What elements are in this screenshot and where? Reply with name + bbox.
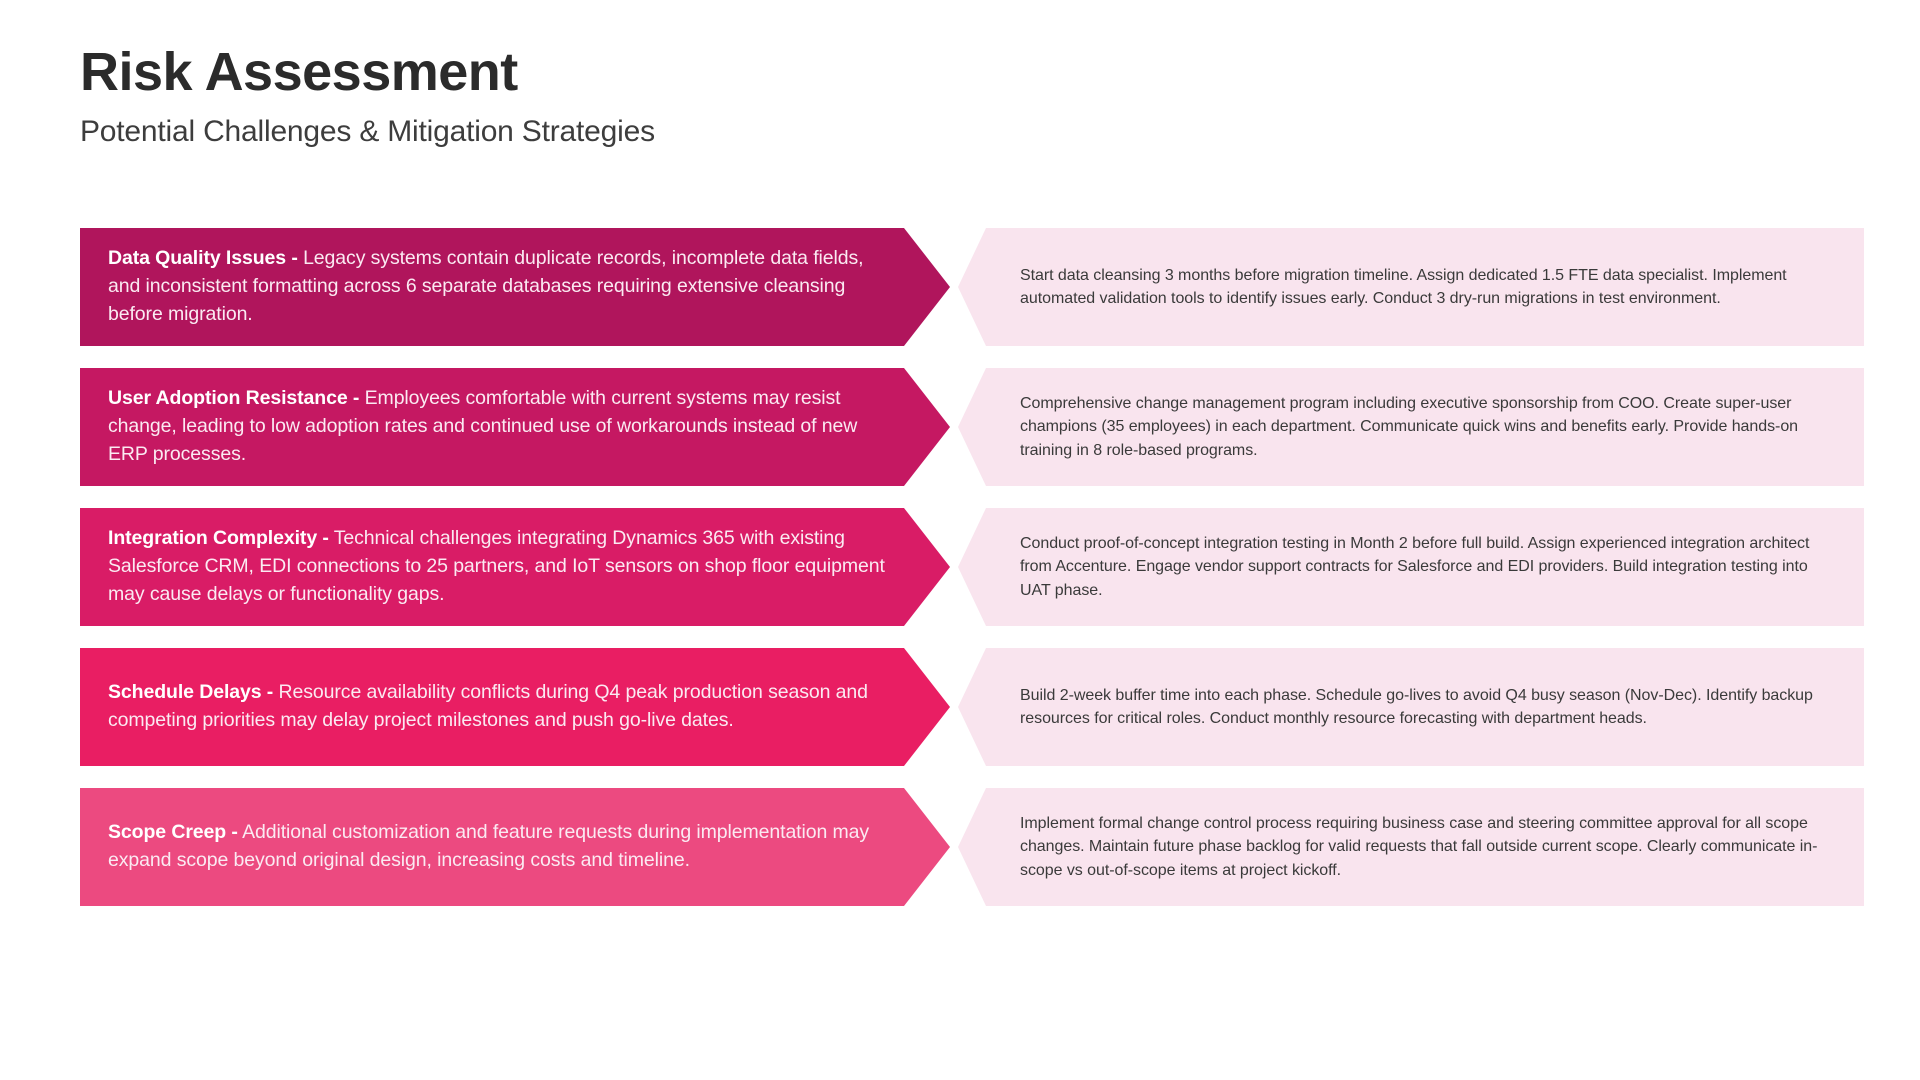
risk-text: Data Quality Issues - Legacy systems con… — [108, 245, 888, 329]
mitigation-text: Implement formal change control process … — [1020, 815, 1818, 879]
risk-text: User Adoption Resistance - Employees com… — [108, 385, 888, 469]
risk-arrow-block[interactable]: Schedule Delays - Resource availability … — [80, 648, 950, 766]
mitigation-text: Start data cleansing 3 months before mig… — [1020, 266, 1787, 307]
risk-row: Integration Complexity - Technical chall… — [80, 508, 1864, 626]
mitigation-panel[interactable]: Build 2-week buffer time into each phase… — [958, 648, 1864, 766]
risk-name: Data Quality Issues - — [108, 247, 298, 270]
risk-row: Scope Creep - Additional customization a… — [80, 788, 1864, 906]
risk-text: Schedule Delays - Resource availability … — [108, 679, 888, 735]
page-subtitle: Potential Challenges & Mitigation Strate… — [80, 115, 655, 149]
risk-row: Data Quality Issues - Legacy systems con… — [80, 228, 1864, 346]
mitigation-text: Conduct proof-of-concept integration tes… — [1020, 535, 1810, 599]
risk-description: Technical challenges integrating Dynamic… — [108, 527, 885, 605]
mitigation-panel[interactable]: Implement formal change control process … — [958, 788, 1864, 906]
risk-description: Additional customization and feature req… — [108, 821, 870, 871]
risk-name: Integration Complexity - — [108, 527, 329, 550]
mitigation-panel[interactable]: Conduct proof-of-concept integration tes… — [958, 508, 1864, 626]
risk-name: Scope Creep - — [108, 821, 238, 844]
risk-arrow-block[interactable]: Data Quality Issues - Legacy systems con… — [80, 228, 950, 346]
risk-description: Employees comfortable with current syste… — [108, 387, 858, 465]
risk-list: Data Quality Issues - Legacy systems con… — [80, 228, 1864, 906]
risk-arrow-block[interactable]: Integration Complexity - Technical chall… — [80, 508, 950, 626]
risk-name: User Adoption Resistance - — [108, 387, 360, 410]
risk-arrow-block[interactable]: User Adoption Resistance - Employees com… — [80, 368, 950, 486]
mitigation-panel[interactable]: Comprehensive change management program … — [958, 368, 1864, 486]
risk-text: Scope Creep - Additional customization a… — [108, 819, 888, 875]
page-title: Risk Assessment — [80, 42, 518, 102]
slide-header: Risk Assessment Potential Challenges & M… — [80, 42, 1580, 150]
mitigation-text: Comprehensive change management program … — [1020, 395, 1799, 459]
risk-row: User Adoption Resistance - Employees com… — [80, 368, 1864, 486]
risk-name: Schedule Delays - — [108, 681, 274, 704]
risk-arrow-block[interactable]: Scope Creep - Additional customization a… — [80, 788, 950, 906]
mitigation-text: Build 2-week buffer time into each phase… — [1020, 686, 1813, 727]
risk-description: Resource availability conflicts during Q… — [108, 681, 868, 731]
risk-text: Integration Complexity - Technical chall… — [108, 525, 888, 609]
risk-row: Schedule Delays - Resource availability … — [80, 648, 1864, 766]
risk-description: Legacy systems contain duplicate records… — [108, 247, 864, 325]
mitigation-panel[interactable]: Start data cleansing 3 months before mig… — [958, 228, 1864, 346]
